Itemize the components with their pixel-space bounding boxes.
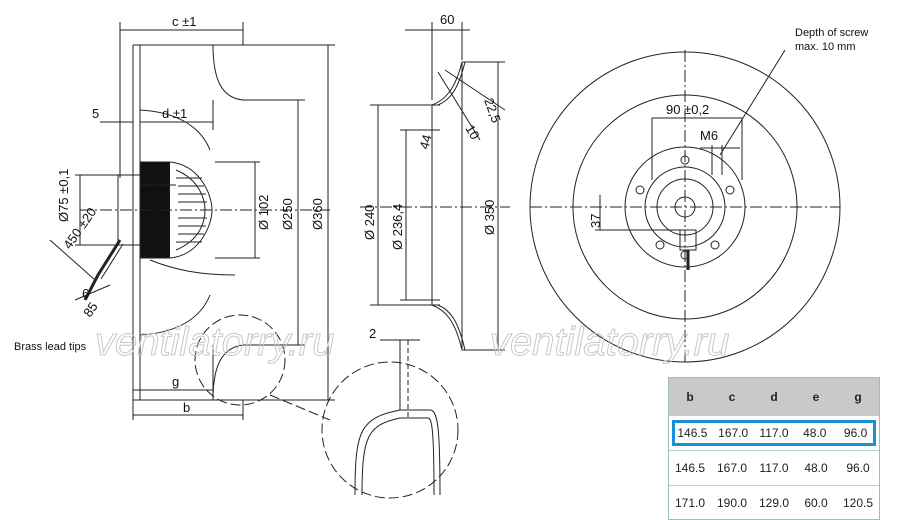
dim-d350: Ø 350	[482, 200, 497, 235]
cell: 117.0	[759, 461, 789, 475]
watermark-right: ventilatorry.ru	[490, 320, 729, 364]
dim-2: 2	[369, 326, 376, 341]
dim-44: 44	[416, 133, 434, 151]
cell: 48.0	[804, 461, 828, 475]
header-e: e	[812, 390, 820, 404]
header-d: d	[770, 390, 778, 404]
cell: 96.0	[843, 426, 868, 440]
dim-10: 10	[462, 122, 482, 142]
dim-d240: Ø 240	[362, 205, 377, 240]
dim-37: 37	[588, 214, 603, 228]
depth-of-screw-note-line1: Depth of screw	[795, 27, 868, 39]
dim-5: 5	[92, 106, 99, 121]
cell: 48.0	[803, 426, 827, 440]
dim-c: c ±1	[172, 14, 196, 29]
table-row-selected[interactable]: 146.5 167.0 117.0 48.0 96.0	[672, 420, 876, 446]
dim-d360: Ø360	[310, 198, 325, 230]
dim-d75: Ø75 ±0,1	[56, 169, 71, 222]
dim-d250: Ø250	[280, 198, 295, 230]
dimension-table: b c d e g 146.5 167.0 117.0 48.0 96.0 14…	[668, 377, 880, 520]
dim-d236: Ø 236,4	[390, 204, 405, 250]
header-g: g	[854, 390, 862, 404]
header-c: c	[728, 390, 736, 404]
cell: 96.0	[846, 461, 870, 475]
cell: 146.5	[677, 426, 708, 440]
table-row[interactable]: 171.0 190.0 129.0 60.0 120.5	[669, 485, 879, 520]
cell: 120.5	[842, 496, 874, 510]
cell: 117.0	[759, 426, 789, 440]
cell: 167.0	[718, 426, 749, 440]
cell: 129.0	[758, 496, 790, 510]
dim-e: e	[153, 178, 160, 193]
cell: 190.0	[716, 496, 748, 510]
cell: 146.5	[674, 461, 706, 475]
dim-b: b	[183, 400, 190, 415]
dim-d: d ±1	[162, 106, 187, 121]
watermark-left: ventilatorry.ru	[95, 320, 334, 364]
table-header: b c d e g	[669, 378, 879, 416]
header-b: b	[686, 390, 694, 404]
dim-22-5: 22,5	[481, 96, 504, 125]
dim-d102: Ø 102	[256, 195, 271, 230]
dim-85: 85	[80, 299, 101, 319]
table-row[interactable]: 146.5 167.0 117.0 48.0 96.0	[669, 450, 879, 485]
cell: 167.0	[716, 461, 748, 475]
depth-of-screw-note-line2: max. 10 mm	[795, 41, 856, 53]
brass-lead-tips-note: Brass lead tips	[14, 341, 87, 353]
dim-90: 90 ±0,2	[666, 102, 709, 117]
dim-60: 60	[440, 12, 454, 27]
dim-g: g	[172, 374, 179, 389]
dim-6: 6	[82, 286, 89, 301]
cell: 171.0	[674, 496, 706, 510]
dim-m6: M6	[700, 128, 718, 143]
cell: 60.0	[804, 496, 828, 510]
